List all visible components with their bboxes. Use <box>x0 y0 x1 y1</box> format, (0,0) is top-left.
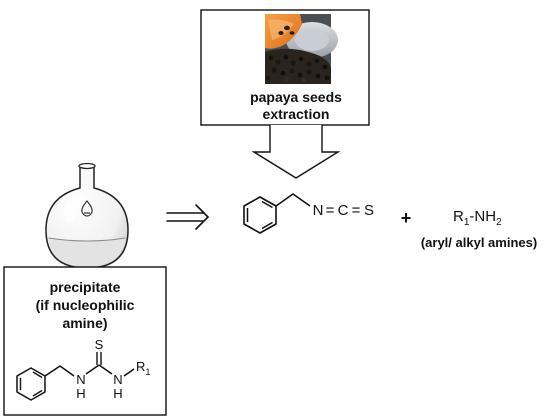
product-caption-line1: precipitate <box>50 279 121 295</box>
extraction-caption-line2: extraction <box>263 106 330 122</box>
amine-formula: R1-NH2 <box>453 208 502 228</box>
thiourea-structure: S N H N H R1 <box>16 337 150 401</box>
thiourea-atom-h-right: H <box>113 386 122 401</box>
plus-sign: + <box>401 208 412 228</box>
round-bottom-flask-icon <box>45 162 129 269</box>
isothiocyanate-bond-2: = <box>352 202 361 219</box>
benzyl-isothiocyanate-structure: N = C = S <box>243 193 374 234</box>
product-box <box>3 266 167 416</box>
extraction-panel: papaya seeds extraction <box>200 9 370 126</box>
isothiocyanate-atom-c: C <box>338 202 349 219</box>
product-caption-line2: (if nucleophilic <box>36 297 135 313</box>
papaya-photo <box>265 14 338 84</box>
double-line-arrow-icon <box>166 204 210 230</box>
thiourea-atom-s: S <box>95 337 104 352</box>
amine-note: (aryl/ alkyl amines) <box>421 235 537 250</box>
isothiocyanate-bond-1: = <box>326 202 335 219</box>
thiourea-atom-n-left: N <box>76 372 85 387</box>
product-caption-line3: amine) <box>62 315 107 331</box>
benzene-ring <box>243 196 277 234</box>
thiourea-atom-n-right: N <box>113 372 122 387</box>
extraction-caption-line1: papaya seeds <box>250 89 342 105</box>
extraction-down-arrow <box>251 125 341 179</box>
isothiocyanate-atom-n: N <box>313 202 324 219</box>
isothiocyanate-atom-s: S <box>364 202 374 219</box>
product-panel: precipitate (if nucleophilic amine) S N … <box>3 266 167 416</box>
thiourea-atom-h-left: H <box>76 386 85 401</box>
thiourea-r1: R1 <box>136 359 150 377</box>
